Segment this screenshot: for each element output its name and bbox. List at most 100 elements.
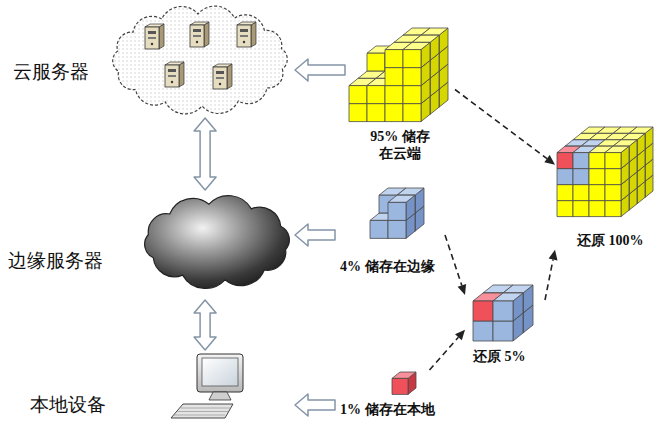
cube-front: [573, 169, 589, 185]
server-top: [237, 22, 256, 25]
cube-front: [557, 185, 573, 201]
text-holder: 边缘服务器: [8, 250, 103, 273]
server-icon: [190, 22, 209, 47]
hollow-arrow-body: [194, 118, 216, 190]
hollow-arrow: [295, 59, 345, 81]
cube-front: [573, 201, 589, 217]
monitor-casing: [197, 354, 243, 392]
arrow-head: [455, 330, 465, 340]
hollow-arrow-body: [295, 224, 335, 246]
cube-front: [589, 185, 605, 201]
block-caption: 1% 储存在本地: [340, 402, 435, 419]
server-side: [227, 64, 232, 89]
cube-stack: [392, 372, 416, 394]
cube-front: [605, 153, 621, 169]
text-holder: 4% 储存在边缘: [340, 259, 435, 276]
cube-front: [370, 220, 388, 238]
server-slot: [216, 77, 224, 79]
cube-top: [412, 35, 439, 42]
dashed-line: [455, 90, 547, 159]
cube-front: [403, 86, 421, 104]
cube-front: [388, 220, 406, 238]
dashed-line: [545, 259, 553, 300]
keyboard: [171, 404, 233, 418]
cube-front: [385, 50, 403, 68]
cube-front: [573, 153, 589, 169]
hollow-arrow: [295, 224, 335, 246]
cube-front: [385, 104, 403, 122]
cube-front: [493, 321, 513, 341]
cloud-outline: [113, 6, 288, 114]
hollow-arrow-body: [295, 394, 335, 416]
cube-stack: [557, 127, 653, 217]
cube-front: [403, 50, 421, 68]
node-illustration: [335, 370, 470, 428]
node-label: 云服务器: [13, 61, 89, 84]
cube-front: [473, 321, 493, 341]
cube-stack: [473, 285, 533, 341]
cube-front: [605, 185, 621, 201]
server-slot: [193, 35, 201, 37]
cube-front: [367, 104, 385, 122]
dashed-line: [445, 235, 462, 285]
hollow-arrow: [194, 300, 216, 350]
server-side: [251, 22, 256, 47]
server-top: [165, 62, 184, 65]
server-slot: [216, 71, 224, 74]
cube-top: [397, 188, 424, 195]
dashed-arrow: [455, 90, 555, 165]
edge-server-node: 边缘服务器: [5, 190, 295, 300]
cube-front: [493, 301, 513, 321]
restore-five-block: 还原 5%: [465, 283, 545, 368]
server-front: [190, 25, 204, 47]
node-label: 本地设备: [30, 394, 106, 417]
cube-front: [589, 153, 605, 169]
cube-front: [349, 86, 367, 104]
server-front: [165, 65, 179, 87]
cube-front: [557, 201, 573, 217]
cube-front: [403, 104, 421, 122]
cube-front: [557, 169, 573, 185]
dashed-arrow: [445, 235, 466, 295]
keyboard-row: [181, 408, 231, 409]
monitor-screen: [202, 358, 238, 386]
server-front: [237, 25, 251, 47]
cube-top: [629, 127, 653, 133]
server-slot: [193, 29, 201, 32]
dashed-arrow: [545, 250, 558, 300]
cube-front: [385, 86, 403, 104]
hollow-arrow-body: [194, 300, 216, 350]
text-holder: 还原 100%: [577, 233, 644, 250]
server-side: [179, 62, 184, 87]
cube-front: [392, 378, 408, 394]
server-led: [243, 41, 245, 43]
cube-front: [573, 185, 589, 201]
cloud-data-block: 95% 储存 在云端: [345, 25, 455, 175]
cube-front: [367, 53, 385, 71]
cube-front: [388, 202, 406, 220]
cube-top: [392, 372, 416, 378]
node-illustration: [5, 190, 295, 300]
text-holder: 本地设备: [30, 394, 106, 417]
cube-front: [589, 201, 605, 217]
server-slot: [168, 69, 176, 72]
cube-front: [385, 68, 403, 86]
dashed-line: [430, 337, 459, 370]
cube-front: [367, 86, 385, 104]
local-device-node: 本地设备: [5, 350, 295, 425]
server-icon: [237, 22, 256, 47]
cube-front: [605, 201, 621, 217]
server-icon: [145, 24, 164, 49]
monitor-stand: [209, 392, 231, 400]
server-slot: [240, 35, 248, 37]
node-illustration: [5, 3, 295, 118]
keyboard-row: [178, 411, 229, 412]
text-holder: 95% 储存 在云端: [366, 129, 434, 163]
computer-icon: [171, 354, 243, 418]
arrow-head: [458, 284, 467, 295]
hollow-arrow-body: [295, 59, 345, 81]
cube-front: [473, 301, 493, 321]
server-top: [145, 24, 164, 27]
server-slot: [168, 75, 176, 77]
node-label: 边缘服务器: [8, 250, 103, 273]
